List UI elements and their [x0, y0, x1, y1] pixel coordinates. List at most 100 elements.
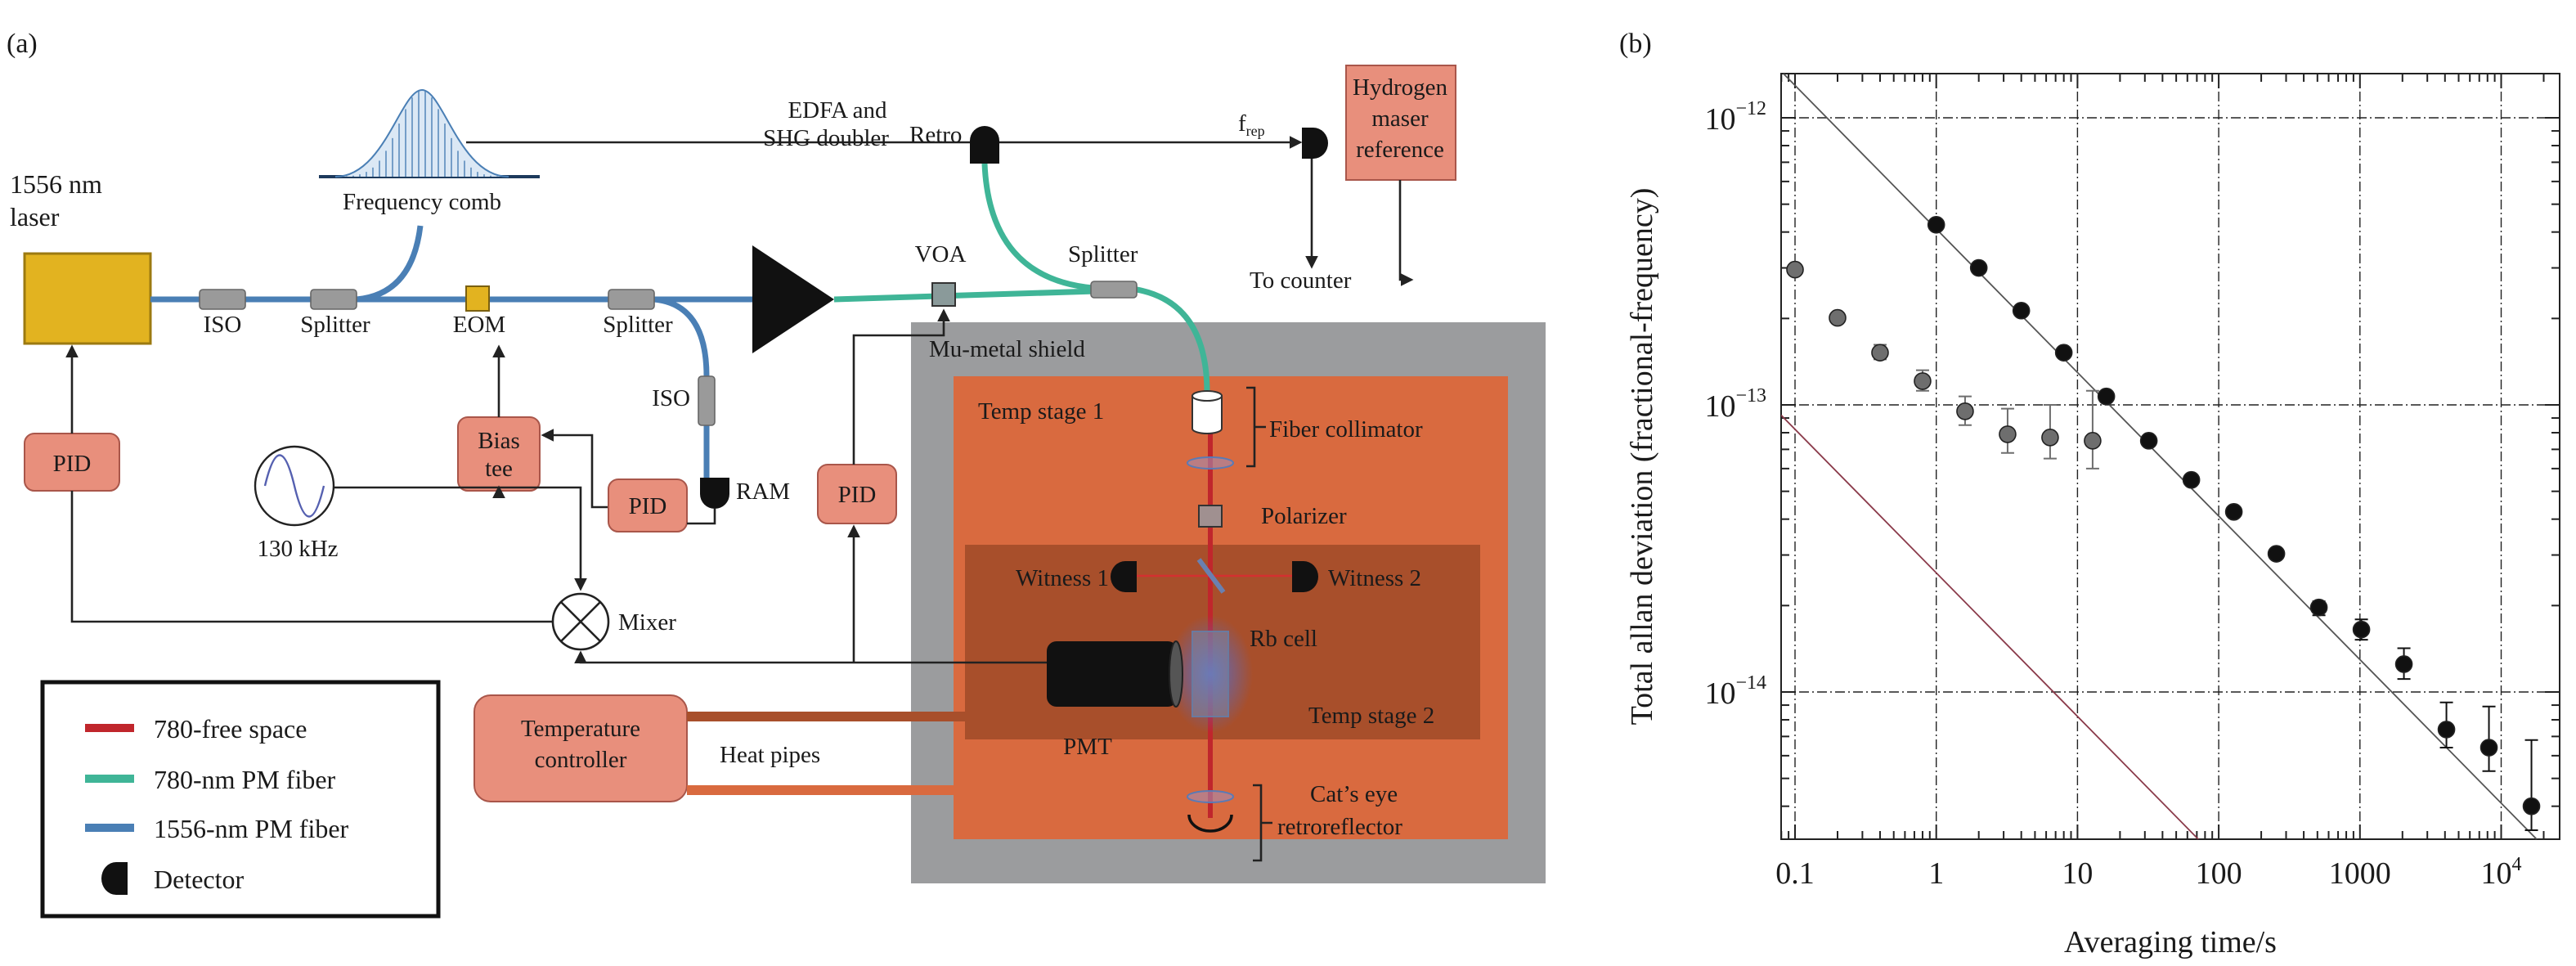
x-tick-label: 1000 [2329, 856, 2391, 891]
data-point-black [1969, 258, 1988, 277]
pmt-to-mixer [574, 650, 1047, 664]
legend-label: 1556-nm PM fiber [154, 814, 349, 843]
polarizer-cube [1198, 505, 1223, 528]
fiber-collimator-icon [1192, 395, 1223, 434]
splitter-1-label: Splitter [300, 312, 370, 338]
fit-lines [1781, 74, 2538, 839]
ram-to-pid-line [687, 509, 716, 525]
frequency-comb-label: Frequency comb [343, 189, 501, 215]
pid-to-voa-arrow [852, 308, 950, 465]
iso-2 [698, 375, 716, 426]
data-points [1786, 215, 2541, 832]
y-tick-label: 10−14 [1704, 672, 1766, 711]
witness-2-detector-icon [1292, 561, 1318, 592]
mixer-label: Mixer [618, 609, 676, 636]
beam-splitter-icon [1196, 558, 1226, 594]
panel-label-a: (a) [7, 29, 38, 59]
data-point-black [2437, 721, 2456, 739]
data-point-gray [1871, 344, 1889, 362]
data-point-black [2182, 470, 2201, 489]
iso-1-label: ISO [204, 312, 242, 338]
oscillator-label: 130 kHz [257, 536, 338, 562]
x-tick-label: 10 [2062, 856, 2093, 891]
edfa-amplifier-icon [752, 245, 834, 353]
pid-ram-label: PID [629, 493, 667, 519]
data-point-black [2097, 387, 2116, 406]
pmt-icon [1047, 641, 1178, 707]
retroreflector-mirror-icon [1187, 814, 1233, 833]
data-point-black [2480, 739, 2498, 757]
legend-label: Detector [154, 865, 245, 894]
data-point-black [2054, 344, 2073, 362]
x-tick-labels: 0.1 1 10 100 1000 104 [1775, 854, 2521, 891]
sine-wave-icon [263, 454, 325, 518]
collimator-bracket [1246, 386, 1266, 468]
frep-detector-icon [1302, 128, 1328, 159]
fit-line [1783, 74, 2538, 839]
plot-area [1780, 73, 2560, 840]
x-tick-label: 104 [2481, 854, 2522, 891]
heat-pipes-label: Heat pipes [720, 742, 820, 768]
rb-cell-icon [1192, 631, 1229, 717]
eom-cube [465, 285, 490, 312]
temp-stage-2-label: Temp stage 2 [1308, 703, 1434, 729]
ram-detector-icon [700, 478, 729, 509]
collimator-top [1192, 390, 1223, 402]
data-point-black [2394, 655, 2413, 673]
legend: 780-free space 780-nm PM fiber 1556-nm P… [40, 680, 441, 919]
pid-voa-label: PID [838, 482, 877, 508]
data-point-gray [2084, 432, 2102, 450]
panel-label-b: (b) [1619, 29, 1652, 59]
collimator-lens-icon [1187, 456, 1234, 470]
x-tick-label: 1 [1928, 856, 1944, 891]
data-point-gray [1914, 372, 1932, 390]
x-tick-label: 100 [2196, 856, 2242, 891]
fiber-780-main [833, 288, 1097, 303]
grid [1781, 74, 2560, 839]
x-tick-label: 0.1 [1775, 856, 1815, 891]
hydrogen-maser-box [1345, 65, 1456, 181]
to-counter-label: To counter [1250, 267, 1352, 294]
fiber-collimator-label: Fiber collimator [1269, 416, 1423, 443]
ram-label: RAM [736, 479, 790, 505]
witness-1-detector-icon [1111, 561, 1137, 592]
data-point-black [1927, 215, 1945, 234]
temperature-controller-box [473, 694, 688, 802]
fiber-to-ram [653, 296, 710, 491]
splitter-1 [310, 289, 357, 310]
splitter-2 [608, 289, 655, 310]
eom-label: EOM [453, 312, 505, 338]
iso-1 [199, 289, 246, 310]
fit-line [1781, 414, 2199, 839]
data-point-gray [2041, 429, 2059, 447]
temp-stage-1-label: Temp stage 1 [978, 398, 1104, 425]
pid-ram-to-bias-tee [541, 429, 608, 509]
fiber-to-collimator [1136, 286, 1210, 393]
maser-line [1398, 180, 1410, 281]
data-point-gray [1829, 308, 1847, 327]
data-point-black [2224, 502, 2243, 521]
splitter-3 [1090, 281, 1138, 299]
y-tick-label: 10−12 [1704, 98, 1766, 137]
splitter-2-label: Splitter [603, 312, 673, 338]
pmt-window [1169, 640, 1183, 708]
splitter-3-label: Splitter [1068, 241, 1138, 267]
pid-voa-box [817, 464, 897, 524]
comb-envelope [334, 88, 509, 177]
pid-ram-box [608, 479, 688, 532]
oscillator-to-mixer [334, 486, 587, 591]
mu-metal-label: Mu-metal shield [929, 336, 1085, 362]
laser-box [23, 252, 152, 345]
mixer-cross [560, 601, 601, 642]
frep-label: frep [1238, 110, 1265, 139]
pid-laser-label: PID [53, 451, 92, 477]
witness-2-label: Witness 2 [1328, 565, 1421, 591]
polarizer-label: Polarizer [1261, 503, 1347, 529]
